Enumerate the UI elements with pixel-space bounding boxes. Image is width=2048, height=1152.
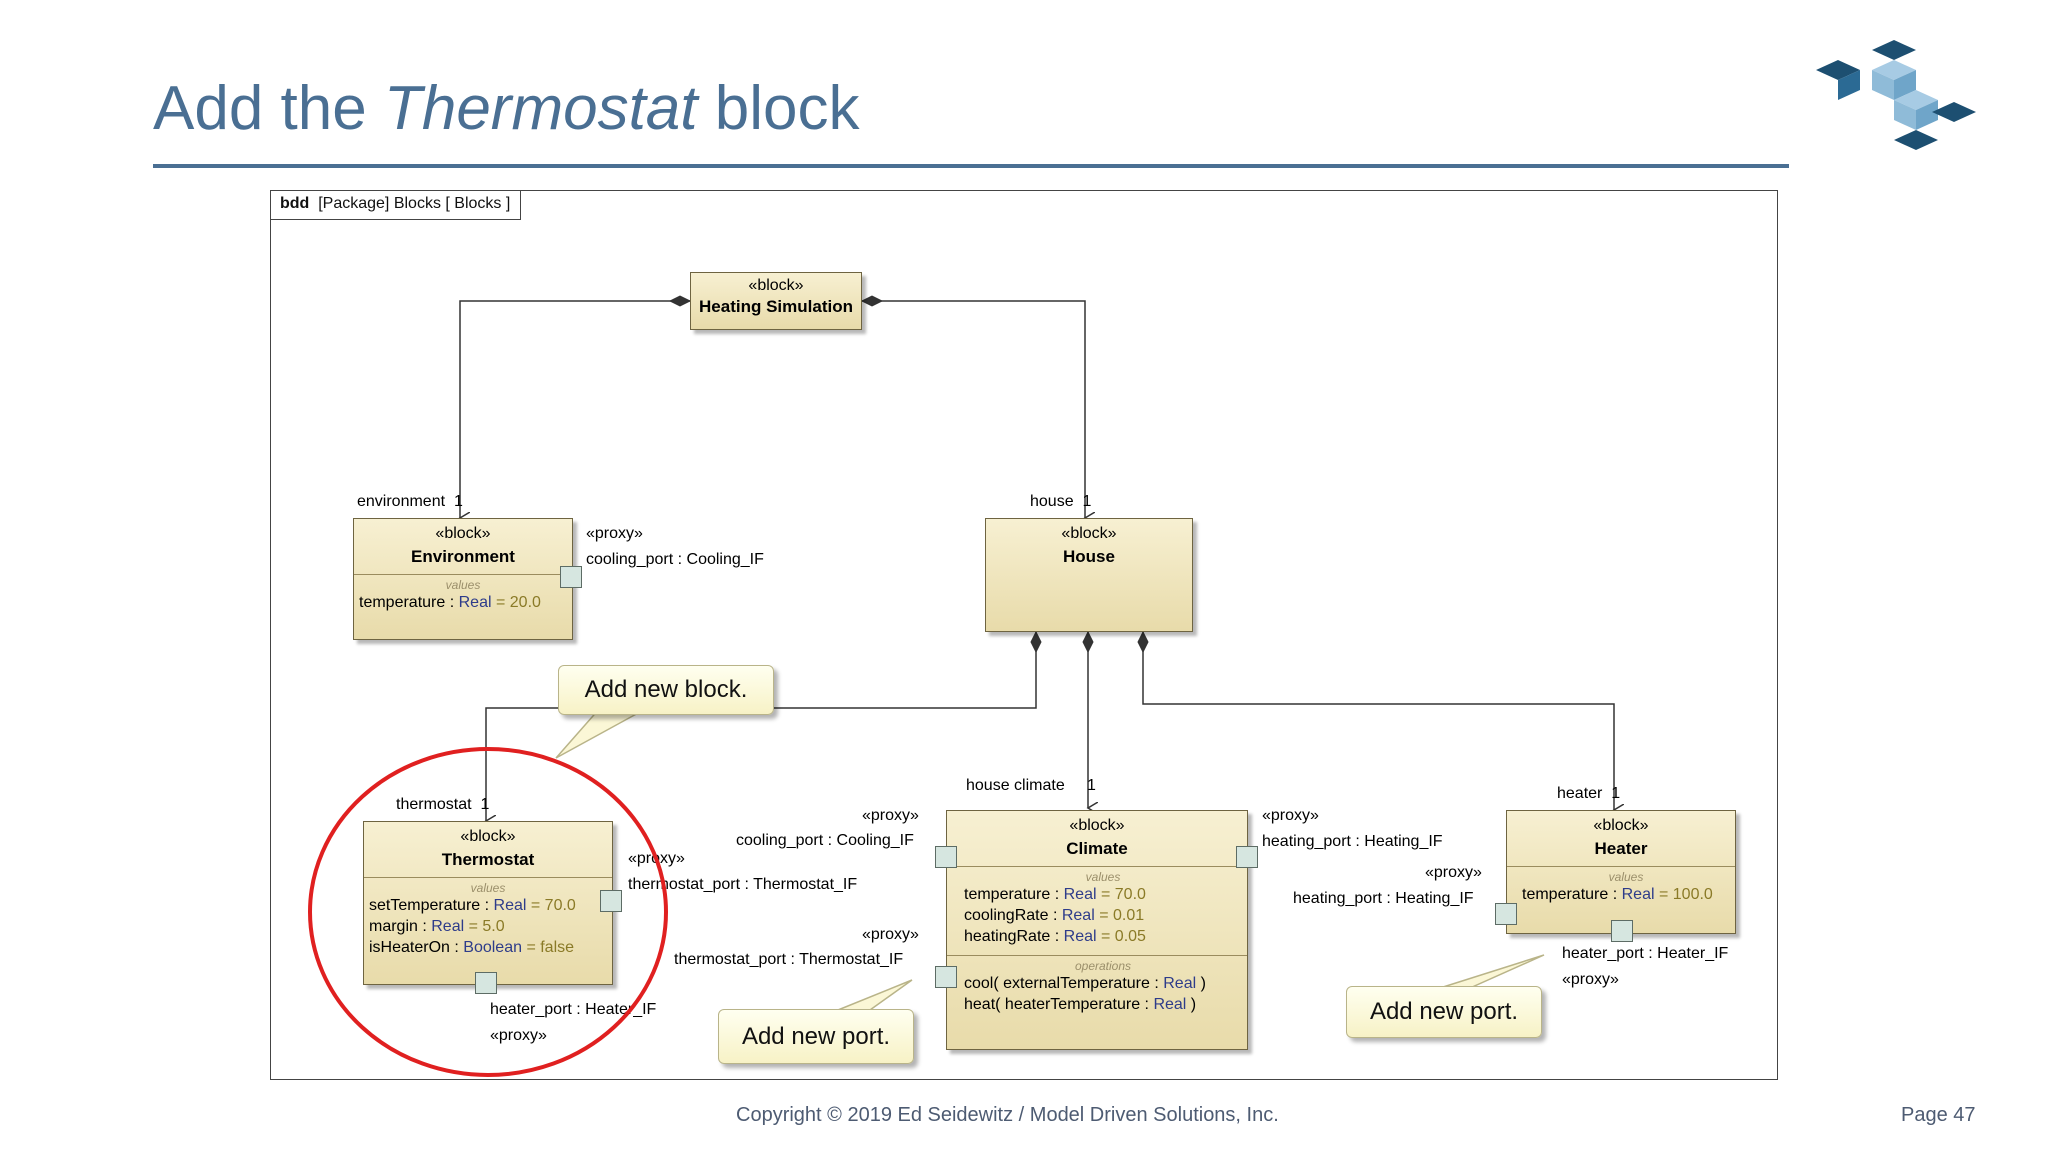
- property-row: margin : Real = 5.0: [369, 918, 505, 935]
- composition-diamond: [1030, 630, 1042, 654]
- composition-diamond: [1082, 630, 1094, 654]
- slide-title: Add the Thermostat block: [153, 78, 859, 140]
- composition-diamond: [668, 295, 692, 307]
- page-number: Page 47: [1901, 1104, 1976, 1126]
- property-row: temperature : Real = 20.0: [359, 594, 541, 611]
- property-row: temperature : Real = 70.0: [964, 886, 1146, 903]
- property-row: temperature : Real = 100.0: [1522, 886, 1713, 903]
- operation-row: heat( heaterTemperature : Real ): [964, 996, 1197, 1013]
- property-row: heatingRate : Real = 0.05: [964, 928, 1146, 945]
- frame-kind: bdd: [280, 195, 310, 212]
- port-label: heater_port : Heater_IF: [490, 1001, 657, 1018]
- block-name: Heater: [1594, 839, 1648, 858]
- compartment-title: operations: [1074, 959, 1132, 973]
- block-stereotype: «block»: [435, 525, 491, 542]
- role-label-house: house 1: [1030, 493, 1092, 510]
- block-climate[interactable]: «block» Climate values temperature : Rea…: [946, 810, 1248, 1050]
- frame-text: [Package] Blocks [ Blocks ]: [318, 195, 511, 212]
- footer-copyright: Copyright © 2019 Ed Seidewitz / Model Dr…: [736, 1104, 1279, 1126]
- values-compartment: values temperature : Real = 70.0 cooling…: [947, 866, 1247, 947]
- title-prefix: Add the: [153, 74, 384, 143]
- values-compartment: values temperature : Real = 100.0: [1507, 866, 1735, 905]
- role-label-environment: environment 1: [357, 493, 463, 510]
- role-label-heater: heater 1: [1557, 785, 1621, 802]
- composition-diamond: [860, 295, 884, 307]
- company-logo: [1816, 40, 1976, 150]
- block-environment[interactable]: «block» Environment values temperature :…: [353, 518, 573, 640]
- block-name: Thermostat: [441, 850, 535, 869]
- port-stereotype: «proxy»: [862, 807, 919, 824]
- port-climate-thermostat[interactable]: [935, 966, 957, 988]
- title-suffix: block: [697, 74, 860, 143]
- block-thermostat[interactable]: «block» Thermostat values setTemperature…: [363, 821, 613, 985]
- port-heater-heating[interactable]: [1495, 903, 1517, 925]
- title-emphasis: Thermostat: [383, 74, 698, 143]
- compartment-title: values: [470, 881, 506, 895]
- block-name: House: [1063, 547, 1115, 566]
- block-stereotype: «block»: [1593, 817, 1649, 834]
- port-environment-cooling[interactable]: [560, 566, 582, 588]
- property-row: setTemperature : Real = 70.0: [369, 897, 576, 914]
- port-stereotype: «proxy»: [1562, 971, 1619, 988]
- block-stereotype: «block»: [1061, 525, 1117, 542]
- values-compartment: values temperature : Real = 20.0: [354, 574, 572, 613]
- block-house[interactable]: «block» House: [985, 518, 1193, 632]
- block-heater[interactable]: «block» Heater values temperature : Real…: [1506, 810, 1736, 934]
- block-name: Environment: [411, 547, 515, 566]
- block-stereotype: «block»: [1069, 817, 1125, 834]
- port-thermostat-thermostat[interactable]: [600, 890, 622, 912]
- values-compartment: values setTemperature : Real = 70.0 marg…: [364, 877, 612, 958]
- property-row: isHeaterOn : Boolean = false: [369, 939, 575, 956]
- role-label-thermostat: thermostat 1: [396, 796, 490, 813]
- port-label: heater_port : Heater_IF: [1562, 945, 1729, 962]
- role-label-house-climate: house climate 1: [966, 777, 1096, 794]
- port-stereotype: «proxy»: [586, 525, 643, 542]
- port-climate-cooling[interactable]: [935, 846, 957, 868]
- port-heater-heater[interactable]: [1611, 920, 1633, 942]
- callout-add-new-port-right: Add new port.: [1346, 986, 1542, 1038]
- diagram-frame-header: bdd [Package] Blocks [ Blocks ]: [270, 190, 522, 220]
- port-stereotype: «proxy»: [1425, 864, 1482, 881]
- compartment-title: values: [1608, 870, 1644, 884]
- highlight-circle: [308, 747, 668, 1077]
- port-label: heating_port : Heating_IF: [1293, 890, 1474, 907]
- block-stereotype: «block»: [460, 828, 516, 845]
- port-stereotype: «proxy»: [862, 926, 919, 943]
- assoc-sim-environment: [460, 300, 690, 518]
- property-row: coolingRate : Real = 0.01: [964, 907, 1145, 924]
- block-name: Climate: [1066, 839, 1128, 858]
- port-label: thermostat_port : Thermostat_IF: [674, 951, 904, 968]
- callout-add-new-port-left: Add new port.: [718, 1009, 914, 1064]
- port-label: heating_port : Heating_IF: [1262, 833, 1443, 850]
- operation-row: cool( externalTemperature : Real ): [964, 975, 1206, 992]
- block-stereotype: «block»: [748, 277, 804, 294]
- block-heating-simulation[interactable]: «block» Heating Simulation: [690, 272, 862, 330]
- port-stereotype: «proxy»: [1262, 807, 1319, 824]
- port-climate-heating[interactable]: [1236, 846, 1258, 868]
- block-name: Heating Simulation: [699, 297, 853, 316]
- compartment-title: values: [445, 578, 481, 592]
- callout-add-new-block: Add new block.: [558, 665, 774, 715]
- port-label: thermostat_port : Thermostat_IF: [628, 876, 858, 893]
- title-rule: [153, 164, 1789, 168]
- port-label: cooling_port : Cooling_IF: [586, 551, 764, 568]
- compartment-title: values: [1085, 870, 1121, 884]
- composition-diamond: [1137, 630, 1149, 654]
- operations-compartment: operations cool( externalTemperature : R…: [947, 955, 1247, 1015]
- port-thermostat-heater[interactable]: [475, 972, 497, 994]
- assoc-sim-house: [862, 300, 1085, 518]
- port-label: cooling_port : Cooling_IF: [736, 832, 914, 849]
- assoc-house-heater: [1142, 632, 1614, 810]
- port-stereotype: «proxy»: [490, 1027, 547, 1044]
